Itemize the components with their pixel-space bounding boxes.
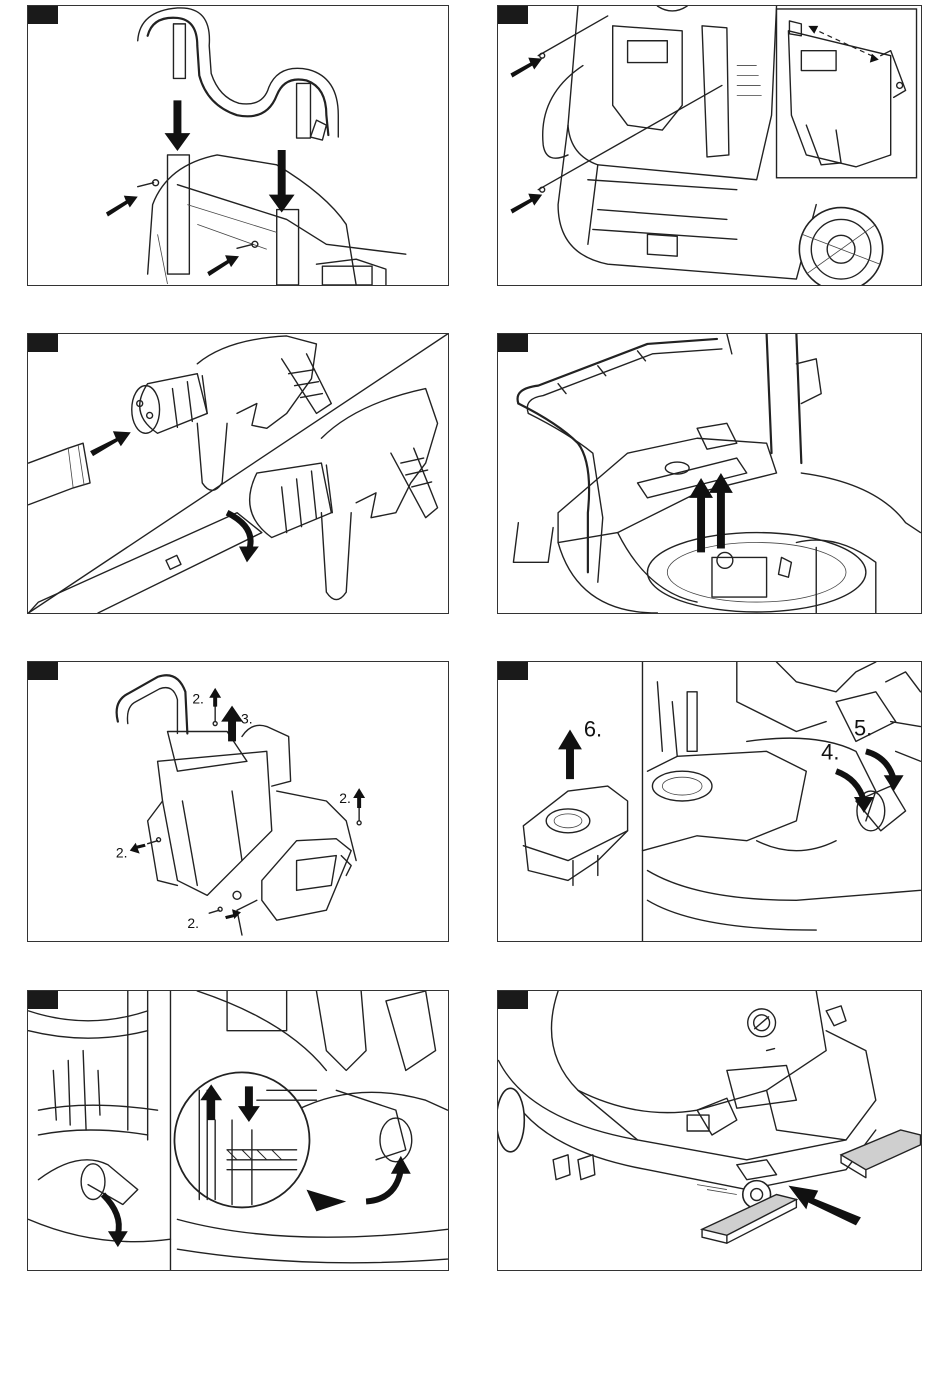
- step-panel-3: [27, 333, 449, 614]
- step-label-5: 5.: [854, 715, 872, 740]
- tank-removal-illustration: 6. 4. 5.: [498, 662, 921, 941]
- step-panel-6: 6. 4. 5.: [497, 661, 922, 942]
- step-label-2-right: 2.: [339, 790, 351, 806]
- step-label-6: 6.: [584, 716, 602, 741]
- cover-lift-illustration: [498, 334, 921, 613]
- spray-gun-connection-illustration: [28, 334, 448, 613]
- step-panel-2: [497, 5, 922, 286]
- step-label-2-left: 2.: [116, 845, 128, 861]
- forklift-transport-illustration: [498, 991, 921, 1270]
- step-label-3: 3.: [241, 711, 253, 727]
- hose-reconnect-illustration: [28, 991, 448, 1270]
- cover-removal-illustration: 2. 3. 2. 2. 2.: [28, 662, 448, 941]
- step-panel-5: 2. 3. 2. 2. 2.: [27, 661, 449, 942]
- step-panel-1: [27, 5, 449, 286]
- step-panel-4: [497, 333, 922, 614]
- step-label-4: 4.: [821, 739, 839, 764]
- step-label-2-top: 2.: [192, 691, 204, 707]
- step-panel-7: [27, 990, 449, 1271]
- step-panel-8: [497, 990, 922, 1271]
- step-label-2-bottom: 2.: [187, 915, 199, 931]
- cable-holder-illustration: [498, 6, 921, 285]
- handle-assembly-illustration: [28, 6, 448, 285]
